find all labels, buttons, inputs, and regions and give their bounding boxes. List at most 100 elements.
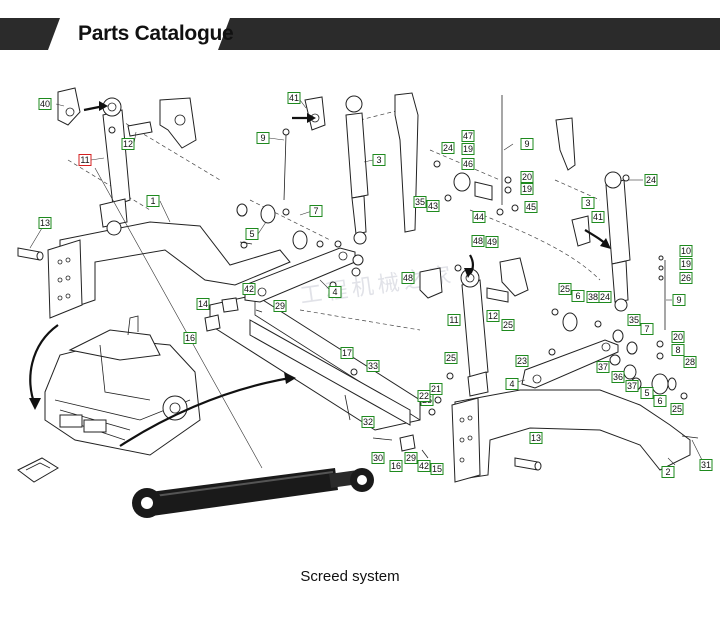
callout-4: 4 [328,286,342,298]
callout-label: 48 [473,236,483,246]
callout-label: 13 [40,218,50,228]
callout-label: 44 [474,212,484,222]
cylinder-11-right [460,268,489,397]
callout-14: 14 [196,298,210,310]
bushing-5-center [260,204,308,250]
callout-16: 16 [389,460,403,472]
bushing-12-top [127,121,153,137]
page-title: Parts Catalogue [78,22,234,45]
callout-label: 6 [575,291,580,301]
callout-label: 4 [509,379,514,389]
callout-label: 16 [391,461,401,471]
callout-label: 21 [431,384,441,394]
callout-20: 20 [520,171,534,183]
callout-19: 19 [520,183,534,195]
callout-label: 40 [40,99,50,109]
callout-label: 3 [585,198,590,208]
callout-44: 44 [472,211,486,223]
callout-37: 37 [625,380,639,392]
callout-22: 22 [417,390,431,402]
callout-29: 29 [273,300,287,312]
callout-19: 19 [461,143,475,155]
callout-label: 25 [446,353,456,363]
callout-label: 13 [531,433,541,443]
cylinder-3-center [345,95,369,245]
callout-label: 24 [646,175,656,185]
callout-label: 23 [517,356,527,366]
callout-label: 37 [598,362,608,372]
callout-26: 26 [679,272,693,284]
callout-36: 36 [611,371,625,383]
callout-20: 20 [671,331,685,343]
callout-label: 1 [150,196,155,206]
callout-label: 38 [588,292,598,302]
callout-7: 7 [309,205,323,217]
callout-42: 42 [417,460,431,472]
callout-41: 41 [287,92,301,104]
callout-label: 41 [593,212,603,222]
callout-9: 9 [256,132,270,144]
callout-label: 12 [488,311,498,321]
callout-label: 16 [185,333,195,343]
callout-24: 24 [441,142,455,154]
callout-label: 48 [403,273,413,283]
callout-8: 8 [671,344,685,356]
diagram-caption: Screed system [300,568,400,585]
header-right-block [218,18,720,50]
callout-label: 25 [503,320,513,330]
callout-38: 38 [586,291,600,303]
callout-label: 42 [419,461,429,471]
callout-label: 19 [522,184,532,194]
callout-40: 40 [38,98,52,110]
callout-25: 25 [444,352,458,364]
callout-label: 32 [363,417,373,427]
callout-12: 12 [121,138,135,150]
callout-label: 46 [463,159,473,169]
callout-label: 9 [676,295,681,305]
leader-to-cylinder-photo [94,167,263,469]
header-bar [0,18,720,50]
pin-13-left [17,247,44,261]
callout-label: 41 [289,93,299,103]
callout-7: 7 [640,323,654,335]
callout-13: 13 [38,217,52,229]
callout-16: 16 [183,332,197,344]
callout-label: 10 [681,246,691,256]
callout-47: 47 [461,130,475,142]
callout-45: 45 [524,201,538,213]
tie-rod-9-center [282,128,290,201]
callout-label: 29 [275,301,285,311]
callout-9: 9 [520,138,534,150]
callout-43: 43 [426,200,440,212]
callout-3: 3 [372,154,386,166]
callout-29: 29 [404,452,418,464]
callout-48: 48 [471,235,485,247]
tall-plate-right [555,117,576,171]
callout-35: 35 [627,314,641,326]
main-frame-arm-right [451,389,691,483]
callout-28: 28 [683,356,697,368]
callout-label: 45 [526,202,536,212]
callout-label: 36 [613,372,623,382]
arrow-heads [29,101,611,410]
callout-35: 35 [413,196,427,208]
bracket-40 [57,87,81,126]
callout-label: 24 [600,292,610,302]
bracket-12-top [159,97,197,149]
cylinder-11-left [99,97,131,236]
callout-11: 11 [78,154,92,166]
callout-label: 4 [332,287,337,297]
callout-17: 17 [340,347,354,359]
washer-35-center [453,172,493,201]
callout-label: 11 [449,315,458,325]
callout-label: 7 [313,206,318,216]
callout-label: 15 [432,464,442,474]
bushing-12-right [486,287,509,303]
callout-42: 42 [242,283,256,295]
callout-37: 37 [596,361,610,373]
callout-25: 25 [670,403,684,415]
main-frame-arm-left [47,221,291,319]
callout-label: 12 [123,139,133,149]
orientation-arrow-icon [17,457,59,483]
